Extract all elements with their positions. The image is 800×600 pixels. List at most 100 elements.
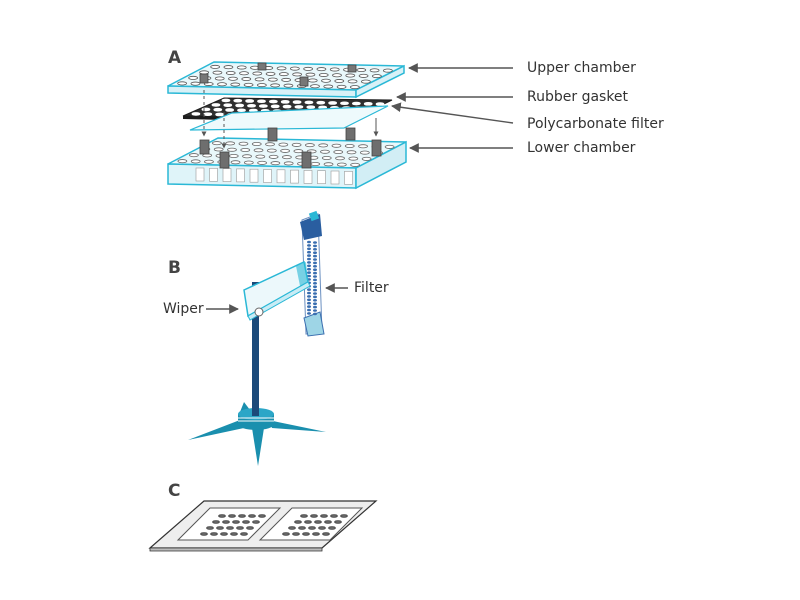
upper-well bbox=[188, 75, 199, 80]
lower-tube bbox=[344, 171, 353, 185]
lower-well bbox=[240, 147, 251, 152]
gasket-hole bbox=[304, 100, 314, 105]
lower-well bbox=[335, 156, 345, 161]
gasket-hole bbox=[351, 101, 361, 106]
upper-chamber-pegs bbox=[199, 62, 357, 87]
lower-well bbox=[384, 144, 395, 149]
slide-spot bbox=[298, 526, 306, 530]
gasket-hole bbox=[245, 99, 255, 103]
filter-spot bbox=[306, 274, 311, 278]
upper-well bbox=[336, 84, 347, 89]
slide-spot bbox=[222, 520, 230, 524]
gasket-hole bbox=[235, 103, 245, 108]
upper-well bbox=[369, 68, 380, 73]
slide-spot bbox=[322, 532, 330, 536]
upper-well bbox=[316, 67, 327, 72]
gasket-hole bbox=[280, 100, 290, 104]
filter-spot bbox=[306, 291, 311, 295]
upper-well bbox=[281, 77, 292, 82]
filter-spot bbox=[312, 248, 317, 251]
slide-spot bbox=[302, 532, 310, 536]
upper-well bbox=[217, 82, 227, 87]
slide-spot bbox=[212, 520, 220, 524]
filter-spot bbox=[312, 305, 317, 309]
label-filter: Filter bbox=[354, 280, 389, 296]
gasket-hole bbox=[292, 100, 302, 104]
slide-spot bbox=[226, 526, 234, 530]
gasket-hole bbox=[268, 99, 278, 104]
lower-well bbox=[280, 148, 291, 153]
filter-spot bbox=[306, 240, 311, 244]
lower-well bbox=[211, 141, 222, 146]
gasket-hole bbox=[270, 104, 280, 109]
lower-tube bbox=[195, 167, 205, 182]
slide-spot bbox=[320, 514, 328, 518]
lower-well bbox=[251, 141, 262, 146]
gasket-hole bbox=[340, 101, 349, 106]
slide-spot bbox=[282, 532, 290, 536]
lower-well bbox=[265, 142, 275, 147]
lower-chamber-tubes bbox=[195, 167, 353, 185]
filter-spot bbox=[312, 295, 317, 299]
slide-spot bbox=[216, 526, 224, 530]
upper-well bbox=[303, 66, 314, 71]
gasket-hole bbox=[363, 102, 373, 106]
gasket-hole bbox=[328, 101, 338, 105]
upper-well bbox=[321, 78, 331, 83]
lower-well bbox=[344, 143, 355, 148]
upper-well bbox=[252, 71, 263, 76]
slide-spot bbox=[252, 520, 260, 524]
panel-b-label-arrows bbox=[206, 283, 348, 314]
lower-well bbox=[230, 160, 241, 165]
slide-spot bbox=[300, 514, 308, 518]
filter-spot bbox=[312, 302, 317, 306]
upper-well bbox=[199, 70, 210, 75]
slide-spot bbox=[258, 514, 266, 518]
slide-spot bbox=[304, 520, 312, 524]
lower-tube bbox=[236, 168, 245, 183]
gasket-hole bbox=[223, 103, 233, 107]
lower-well bbox=[323, 162, 334, 167]
lower-well bbox=[188, 153, 199, 158]
upper-well bbox=[267, 77, 278, 82]
slide-spot bbox=[330, 514, 338, 518]
lower-well bbox=[320, 149, 330, 154]
lower-well bbox=[227, 147, 237, 152]
filter-spot bbox=[312, 268, 317, 272]
upper-well bbox=[334, 79, 345, 84]
gasket-hole bbox=[306, 105, 316, 109]
upper-well bbox=[289, 66, 300, 71]
slide-spot bbox=[318, 526, 326, 530]
upper-well bbox=[358, 73, 369, 78]
filter-spot bbox=[312, 292, 317, 295]
slide-spot bbox=[232, 520, 240, 524]
gasket-hole bbox=[203, 112, 213, 116]
filter-spot bbox=[306, 264, 311, 268]
lower-well bbox=[228, 153, 239, 158]
lower-well bbox=[204, 159, 214, 164]
upper-well bbox=[236, 65, 247, 70]
lower-well bbox=[270, 161, 281, 166]
filter-spot bbox=[312, 244, 317, 248]
filter-spot bbox=[306, 308, 311, 312]
upper-well bbox=[177, 81, 188, 86]
upper-chamber-wells bbox=[177, 64, 393, 90]
upper-well bbox=[356, 68, 367, 73]
upper-well bbox=[323, 84, 334, 89]
label-upper-chamber: Upper chamber bbox=[527, 60, 636, 76]
slide-spot bbox=[240, 532, 248, 536]
slide-spot bbox=[230, 532, 238, 536]
lower-well bbox=[281, 155, 292, 160]
filter-spot bbox=[306, 267, 311, 271]
upper-well bbox=[307, 78, 318, 83]
slide-spots bbox=[200, 514, 348, 536]
gasket-hole bbox=[316, 100, 326, 105]
filter-spot bbox=[312, 309, 317, 312]
filter-spot bbox=[306, 271, 311, 274]
slide-spot bbox=[236, 526, 244, 530]
filter-spot bbox=[312, 281, 317, 285]
upper-well bbox=[239, 71, 249, 76]
filter-strip-spots bbox=[306, 240, 317, 316]
lower-well bbox=[283, 161, 294, 166]
